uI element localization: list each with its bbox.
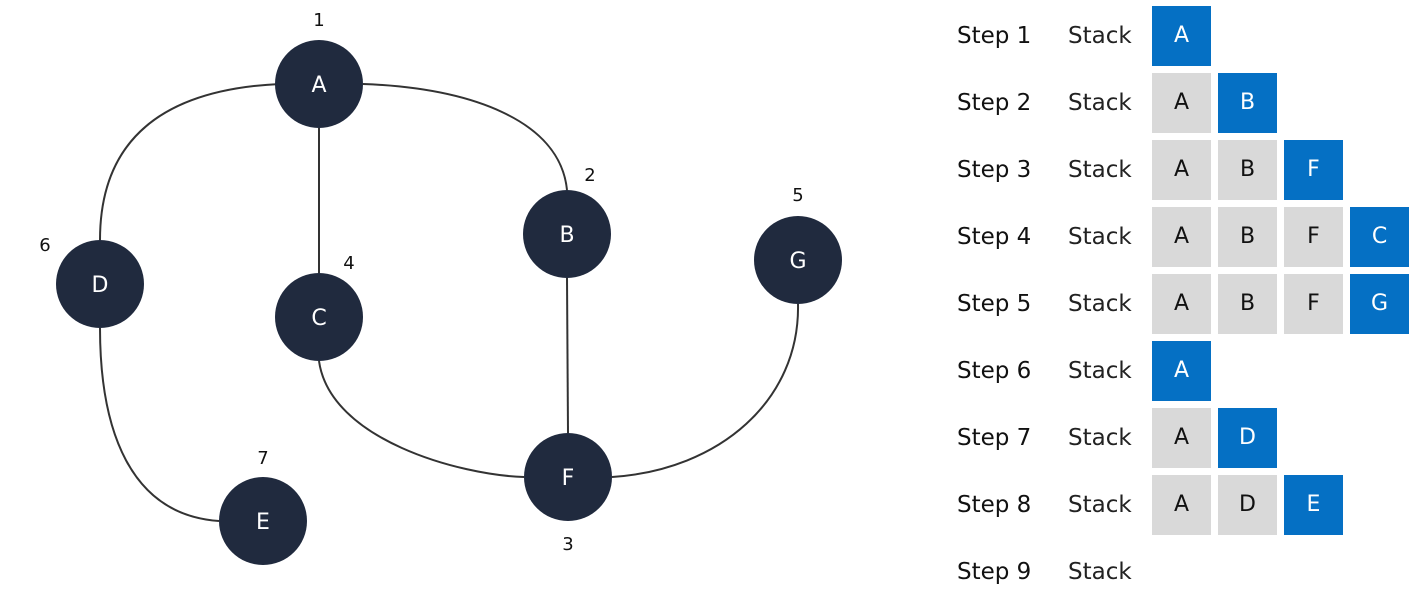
stack-cell: A	[1152, 207, 1211, 267]
edge-d-e	[99, 327, 220, 522]
node-label: D	[92, 273, 109, 298]
node-circle	[754, 216, 842, 304]
graph-node-b: B2	[523, 165, 611, 278]
stack-cell: B	[1218, 274, 1277, 334]
stack-cell: F	[1284, 207, 1343, 267]
stack-cell: F	[1284, 274, 1343, 334]
node-label: C	[311, 306, 326, 331]
visit-order-label: 5	[792, 185, 803, 206]
graph-node-a: A1	[275, 10, 363, 128]
edge-f-g	[611, 303, 800, 478]
node-circle	[219, 477, 307, 565]
stack-label: Stack	[1068, 492, 1132, 518]
stack-cell: A	[1152, 274, 1211, 334]
stack-cell: B	[1218, 140, 1277, 200]
step-title: Step 2	[957, 90, 1032, 116]
graph-node-g: G5	[754, 185, 842, 304]
stack-cell: B	[1218, 207, 1277, 267]
node-label: B	[559, 223, 574, 248]
stack-cell-top: A	[1152, 341, 1211, 401]
stack-label: Stack	[1068, 358, 1132, 384]
stack-cell-top: F	[1284, 140, 1343, 200]
step-title: Step 4	[957, 224, 1032, 250]
step-row-9: Step 9 Stack	[957, 542, 1410, 602]
stack-cell-top: C	[1350, 207, 1409, 267]
stack-label: Stack	[1068, 157, 1132, 183]
stack-cell-top: E	[1284, 475, 1343, 535]
node-label: G	[789, 249, 806, 274]
edge-a-d	[99, 83, 281, 241]
visit-order-label: 1	[313, 10, 324, 31]
stack-label: Stack	[1068, 291, 1132, 317]
step-title: Step 1	[957, 23, 1032, 49]
stack-cell: A	[1152, 408, 1211, 468]
visit-order-label: 7	[257, 448, 268, 469]
stack-cell-top: B	[1218, 73, 1277, 133]
stack-label: Stack	[1068, 425, 1132, 451]
stack-cell-top: D	[1218, 408, 1277, 468]
node-label: A	[311, 73, 326, 98]
stack-label: Stack	[1068, 90, 1132, 116]
graph-node-e: E7	[219, 448, 307, 565]
edge-c-f	[318, 360, 525, 478]
visit-order-label: 3	[562, 534, 573, 555]
stack-cell-top: G	[1350, 274, 1409, 334]
step-title: Step 5	[957, 291, 1032, 317]
stack-label: Stack	[1068, 559, 1132, 585]
node-circle	[56, 240, 144, 328]
node-circle	[275, 273, 363, 361]
node-circle	[523, 190, 611, 278]
edge-b-f	[566, 277, 569, 434]
stack-cell: D	[1218, 475, 1277, 535]
step-title: Step 7	[957, 425, 1032, 451]
graph-node-d: D6	[39, 235, 144, 328]
step-row-6: Step 6 Stack A	[957, 341, 1410, 401]
node-label: F	[562, 466, 575, 491]
stack-cell: A	[1152, 140, 1211, 200]
step-title: Step 6	[957, 358, 1032, 384]
graph-node-f: F3	[524, 433, 612, 555]
node-circle	[524, 433, 612, 521]
step-title: Step 3	[957, 157, 1032, 183]
step-title: Step 9	[957, 559, 1032, 585]
step-title: Step 8	[957, 492, 1032, 518]
stack-cell-top: A	[1152, 6, 1211, 66]
stack-cell: A	[1152, 475, 1211, 535]
step-row-1: Step 1 Stack A	[957, 6, 1410, 66]
visit-order-label: 4	[343, 253, 354, 274]
node-circle	[275, 40, 363, 128]
stack-cell: A	[1152, 73, 1211, 133]
visit-order-label: 2	[584, 165, 595, 186]
visit-order-label: 6	[39, 235, 50, 256]
node-label: E	[256, 510, 270, 535]
graph-node-c: C4	[275, 253, 363, 361]
edge-a-b	[362, 83, 568, 191]
stack-label: Stack	[1068, 23, 1132, 49]
stack-label: Stack	[1068, 224, 1132, 250]
